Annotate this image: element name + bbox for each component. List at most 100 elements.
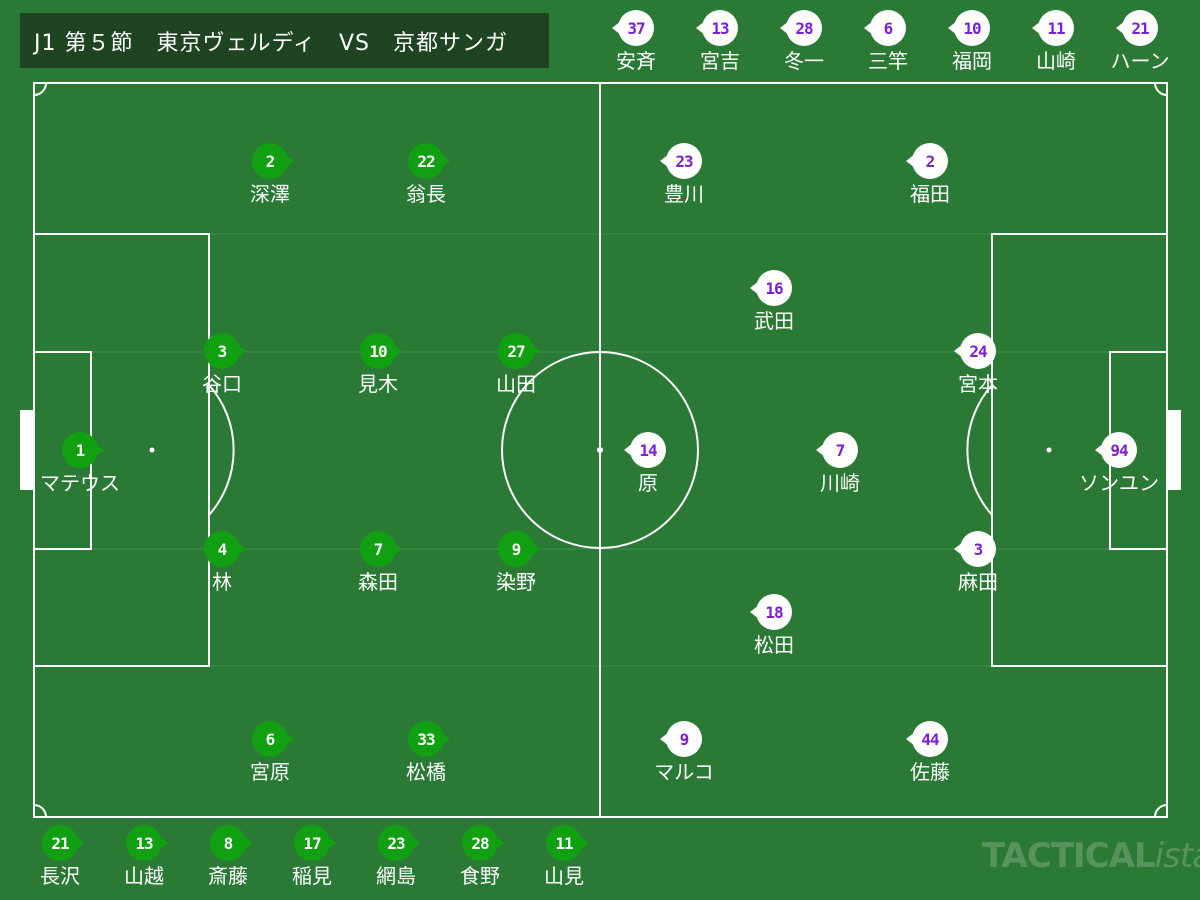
player-name: 林: [212, 570, 232, 594]
player-number: 33: [408, 721, 444, 757]
player-name: 見木: [358, 372, 398, 396]
player-number: 11: [546, 825, 582, 861]
direction-arrow-icon: [75, 836, 84, 850]
player-number: 13: [126, 825, 162, 861]
player-token: 21: [42, 825, 84, 861]
player-name: 山見: [544, 864, 584, 888]
away-player-6: 7 川崎: [780, 432, 900, 494]
player-number: 22: [408, 143, 444, 179]
away-player-11: 44 佐藤: [870, 721, 990, 783]
player-name: 山越: [124, 864, 164, 888]
direction-arrow-icon: [954, 344, 963, 358]
player-name: 斎藤: [208, 864, 248, 888]
player-token: 28: [462, 825, 504, 861]
direction-arrow-icon: [816, 443, 825, 457]
player-name: 川崎: [820, 471, 860, 495]
player-name: 福岡: [952, 49, 992, 73]
player-number: 7: [360, 531, 396, 567]
match-title: J1 第５節 東京ヴェルディ VS 京都サンガ: [20, 13, 549, 68]
player-name: 佐藤: [910, 760, 950, 784]
player-name: マルコ: [654, 760, 714, 784]
player-token: 13: [126, 825, 168, 861]
direction-arrow-icon: [780, 21, 789, 35]
home-player-10: 6 宮原: [210, 721, 330, 783]
player-name: 宮本: [958, 372, 998, 396]
right-goal: [1167, 410, 1181, 490]
direction-arrow-icon: [237, 542, 246, 556]
player-name: マテウス: [40, 471, 120, 495]
home-sub-7: 11 山見: [504, 825, 624, 887]
player-token: 11: [546, 825, 588, 861]
player-name: 稲見: [292, 864, 332, 888]
player-number: 3: [204, 333, 240, 369]
player-token: 22: [408, 143, 450, 179]
direction-arrow-icon: [864, 21, 873, 35]
player-token: 11: [1032, 10, 1074, 46]
player-name: 森田: [358, 570, 398, 594]
player-token: 2: [906, 143, 948, 179]
direction-arrow-icon: [393, 542, 402, 556]
player-name: 山崎: [1036, 49, 1076, 73]
player-token: 23: [660, 143, 702, 179]
direction-arrow-icon: [285, 154, 294, 168]
direction-arrow-icon: [1095, 443, 1104, 457]
player-name: 網島: [376, 864, 416, 888]
home-player-9: 9 染野: [456, 531, 576, 593]
player-number: 2: [912, 143, 948, 179]
pitch-marks: [20, 410, 1181, 490]
player-number: 24: [960, 333, 996, 369]
direction-arrow-icon: [906, 732, 915, 746]
player-token: 28: [780, 10, 822, 46]
player-name: 麻田: [958, 570, 998, 594]
player-number: 16: [756, 270, 792, 306]
player-name: 豊川: [664, 182, 704, 206]
away-player-1: 23 豊川: [624, 143, 744, 205]
player-number: 21: [42, 825, 78, 861]
player-number: 44: [912, 721, 948, 757]
direction-arrow-icon: [1032, 21, 1041, 35]
player-token: 23: [378, 825, 420, 861]
player-number: 9: [498, 531, 534, 567]
player-token: 3: [204, 333, 246, 369]
player-name: 長沢: [40, 864, 80, 888]
player-name: 三竿: [868, 49, 908, 73]
player-number: 7: [822, 432, 858, 468]
player-number: 3: [960, 531, 996, 567]
player-number: 13: [702, 10, 738, 46]
direction-arrow-icon: [750, 281, 759, 295]
player-number: 11: [1038, 10, 1074, 46]
direction-arrow-icon: [660, 732, 669, 746]
direction-arrow-icon: [441, 154, 450, 168]
player-token: 9: [660, 721, 702, 757]
player-token: 44: [906, 721, 948, 757]
player-name: 宮原: [250, 760, 290, 784]
direction-arrow-icon: [954, 542, 963, 556]
player-number: 28: [786, 10, 822, 46]
watermark: TACTICALista: [982, 836, 1200, 876]
player-token: 33: [408, 721, 450, 757]
player-number: 17: [294, 825, 330, 861]
direction-arrow-icon: [243, 836, 252, 850]
player-number: 10: [360, 333, 396, 369]
player-number: 4: [204, 531, 240, 567]
player-token: 13: [696, 10, 738, 46]
player-token: 7: [816, 432, 858, 468]
direction-arrow-icon: [441, 732, 450, 746]
away-player-4: 24 宮本: [918, 333, 1038, 395]
player-token: 9: [498, 531, 540, 567]
player-name: 染野: [496, 570, 536, 594]
direction-arrow-icon: [612, 21, 621, 35]
player-token: 6: [252, 721, 294, 757]
